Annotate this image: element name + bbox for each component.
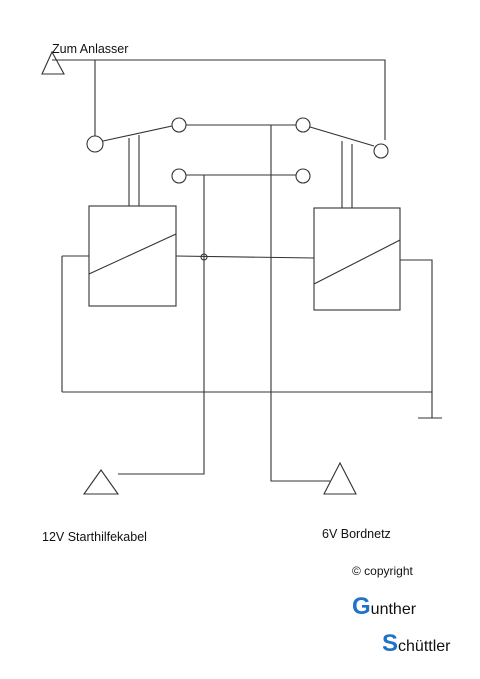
starter-terminal-symbol xyxy=(41,50,65,75)
right-relay-contact-common xyxy=(373,143,389,159)
starter-feed-wire xyxy=(52,59,386,140)
left-relay-coil xyxy=(88,205,177,307)
left-relay-coil-mark xyxy=(88,233,177,275)
coil-link-wire xyxy=(175,255,315,259)
left-relay-switch-arm xyxy=(102,125,173,142)
left-relay-contact-common xyxy=(86,135,104,153)
author-first-name: Gunther xyxy=(352,593,416,621)
copyright-label: © copyright xyxy=(352,564,413,578)
6v-terminal-symbol xyxy=(323,461,357,495)
right-relay-coil-mark xyxy=(313,239,401,285)
right-relay-coil xyxy=(313,207,401,311)
author-first-initial: G xyxy=(352,593,371,620)
6v-feed-wire xyxy=(270,125,330,482)
author-last-initial: S xyxy=(382,630,399,657)
author-last-rest: chüttler xyxy=(398,638,451,655)
left-relay-contact-nc xyxy=(171,168,187,184)
left-relay-contact-no xyxy=(171,117,187,133)
author-last-name: Schüttler xyxy=(382,630,450,658)
12v-terminal-symbol xyxy=(82,469,120,495)
right-relay-contact-nc xyxy=(295,168,311,184)
author-first-rest: unther xyxy=(370,601,417,618)
coil-right-outer-wire xyxy=(400,259,433,418)
right-relay-contact-no xyxy=(295,117,311,133)
starter-label: Zum Anlasser xyxy=(52,42,129,56)
onboard-network-label: 6V Bordnetz xyxy=(322,527,391,541)
jumper-cable-label: 12V Starthilfekabel xyxy=(42,530,147,544)
12v-feed-wire xyxy=(118,175,205,475)
right-relay-switch-arm xyxy=(309,126,375,147)
